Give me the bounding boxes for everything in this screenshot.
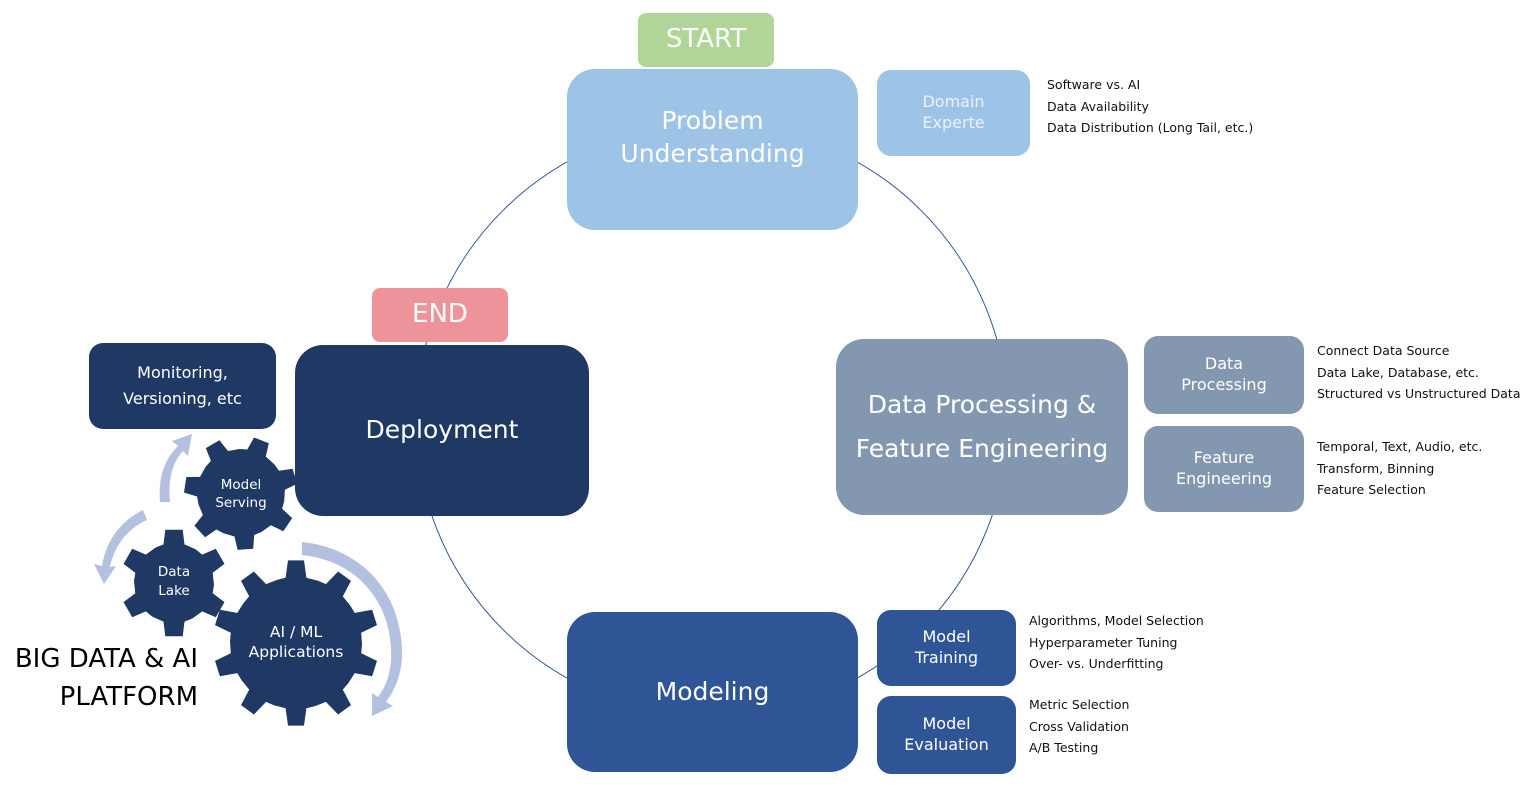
- note-item: Data Availability: [1047, 98, 1149, 114]
- substage-feature-engineering-line2: Engineering: [1176, 469, 1272, 488]
- note-item: Structured vs Unstructured Data: [1317, 386, 1521, 401]
- gear-ai-ml-applications-icon: [215, 560, 377, 726]
- platform-title-line1: BIG DATA & AI: [14, 644, 198, 674]
- gear-model-serving-line1: Model: [221, 477, 262, 493]
- gear-serving-shape: [184, 437, 298, 550]
- substage-feature-engineering-line1: Feature: [1193, 448, 1255, 468]
- start-label: START: [665, 24, 747, 55]
- notes-data-processing: Connect Data Source Data Lake, Database,…: [1317, 340, 1521, 405]
- gear-data-lake-line1: Data: [158, 564, 190, 580]
- start-badge: START: [638, 13, 774, 67]
- gear-aiml-shape: [215, 560, 377, 726]
- note-item: Data Lake, Database, etc.: [1317, 364, 1479, 380]
- note-item: Cross Validation: [1029, 718, 1129, 734]
- substage-monitoring-versioning[interactable]: Monitoring, Versioning, etc: [89, 343, 276, 429]
- arrow-around-aiml-icon: [302, 542, 403, 716]
- substage-monitoring-line2: Versioning, etc: [123, 389, 242, 408]
- gear-model-serving-icon: [184, 437, 298, 550]
- substage-domain-experte-line2: Experte: [922, 113, 985, 132]
- substage-model-training-line1: Model: [922, 627, 971, 647]
- notes-domain-experte: Software vs. AI Data Availability Data D…: [1047, 74, 1253, 139]
- note-item: Metric Selection: [1029, 697, 1130, 712]
- stage-data-processing-line2: Feature Engineering: [855, 434, 1109, 463]
- note-item: Data Distribution (Long Tail, etc.): [1047, 120, 1254, 135]
- substage-data-processing-line1: Data: [1204, 354, 1244, 374]
- note-item: Hyperparameter Tuning: [1029, 634, 1178, 650]
- arrow-up-to-monitoring-icon: [159, 434, 192, 502]
- note-item: Feature Selection: [1317, 482, 1426, 497]
- stage-deployment-label: Deployment: [365, 415, 519, 445]
- substage-data-processing[interactable]: Data Processing: [1144, 336, 1304, 414]
- gear-data-lake-line2: Lake: [158, 583, 189, 599]
- platform-title-line2: PLATFORM: [59, 682, 198, 712]
- substage-model-training-line2: Training: [914, 648, 979, 667]
- arrow-down-to-datalake-icon: [94, 510, 147, 584]
- stage-data-processing-line1: Data Processing &: [867, 390, 1097, 420]
- substage-model-evaluation-line2: Evaluation: [904, 735, 989, 754]
- gear-lake-shape: [123, 529, 225, 637]
- notes-model-training: Algorithms, Model Selection Hyperparamet…: [1029, 610, 1204, 675]
- substage-domain-experte[interactable]: Domain Experte: [877, 70, 1030, 156]
- substage-data-processing-line2: Processing: [1181, 375, 1267, 394]
- substage-model-training[interactable]: Model Training: [877, 610, 1016, 686]
- note-item: Connect Data Source: [1317, 343, 1450, 358]
- note-item: Temporal, Text, Audio, etc.: [1317, 439, 1483, 454]
- notes-feature-engineering: Temporal, Text, Audio, etc. Transform, B…: [1317, 436, 1482, 501]
- stage-problem-understanding-line1: Problem: [661, 106, 764, 135]
- gear-data-lake-icon: [123, 529, 225, 637]
- substage-model-evaluation[interactable]: Model Evaluation: [877, 696, 1016, 774]
- substage-model-evaluation-line1: Model: [922, 714, 971, 734]
- platform-title: BIG DATA & AI PLATFORM: [0, 640, 198, 716]
- substage-feature-engineering[interactable]: Feature Engineering: [1144, 426, 1304, 512]
- stage-modeling-label: Modeling: [655, 676, 770, 706]
- stage-modeling[interactable]: Modeling: [567, 612, 858, 772]
- note-item: Over- vs. Underfitting: [1029, 656, 1164, 671]
- gears: [123, 437, 377, 726]
- end-label: END: [412, 299, 468, 330]
- note-item: A/B Testing: [1029, 740, 1099, 755]
- notes-model-evaluation: Metric Selection Cross Validation A/B Te…: [1029, 694, 1129, 759]
- substage-monitoring-line1: Monitoring,: [137, 363, 228, 383]
- note-item: Software vs. AI: [1047, 77, 1141, 92]
- stage-deployment[interactable]: Deployment: [295, 345, 589, 516]
- gear-model-serving-line2: Serving: [215, 495, 266, 511]
- gear-aiml-line2: Applications: [249, 643, 344, 661]
- substage-domain-experte-line1: Domain: [922, 92, 985, 112]
- end-badge: END: [372, 288, 508, 342]
- gear-aiml-line1: AI / ML: [270, 623, 323, 641]
- stage-problem-understanding[interactable]: Problem Understanding: [567, 69, 858, 230]
- note-item: Algorithms, Model Selection: [1029, 613, 1204, 628]
- stage-data-processing[interactable]: Data Processing & Feature Engineering: [836, 339, 1128, 515]
- stage-problem-understanding-line2: Understanding: [620, 138, 805, 168]
- cycle-arrows: [94, 434, 403, 716]
- note-item: Transform, Binning: [1317, 460, 1435, 476]
